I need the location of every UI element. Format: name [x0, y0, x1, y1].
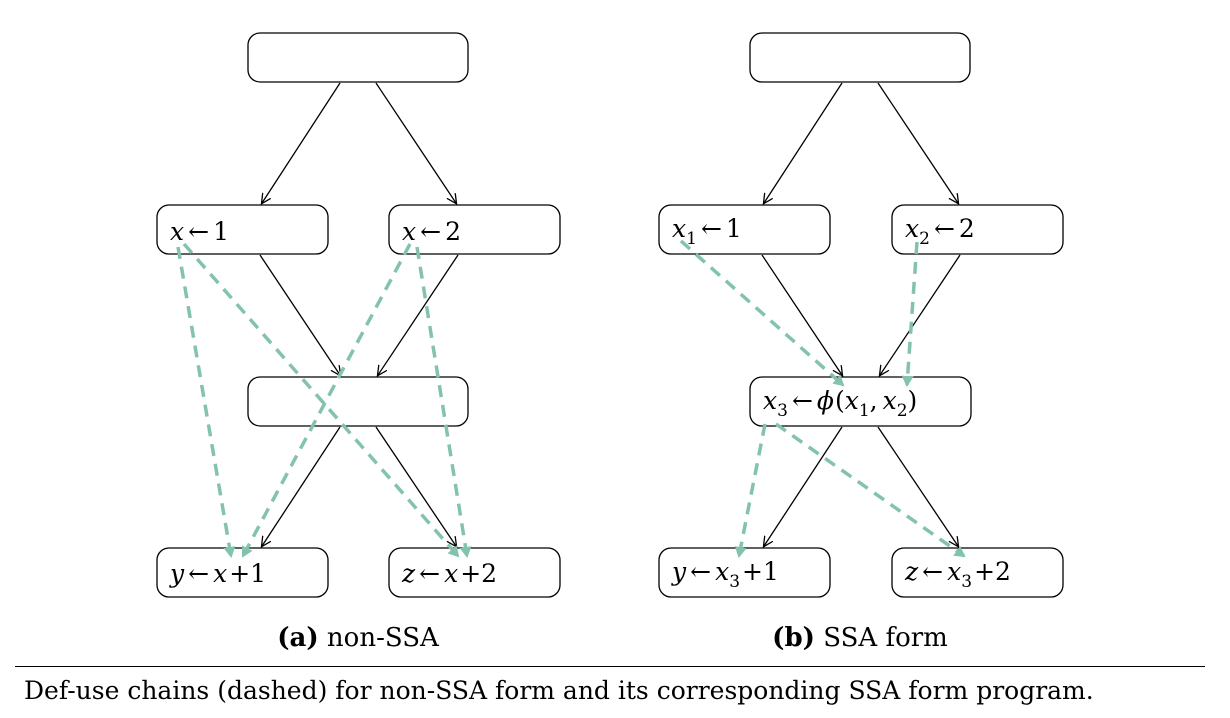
subcaption-b-title: SSA form: [823, 623, 948, 653]
edge-entry-def1-b: [764, 82, 843, 203]
node-entry-b: [749, 32, 971, 83]
caption-rule: [15, 666, 1205, 667]
node-def2-a: [388, 204, 561, 255]
subcaption-a-title: non-SSA: [326, 623, 439, 653]
subcaption-b: (b) SSA form: [710, 623, 1010, 653]
node-use2-a: [388, 547, 561, 598]
defuse-def2-merge-b: [901, 241, 919, 387]
node-def1-b: [658, 204, 831, 255]
merge-b-text: x3←ϕ(x1,x2): [763, 386, 917, 421]
edge-entry-def2: [375, 82, 456, 203]
use1-a-text: y←x+1: [169, 559, 266, 588]
defuse-merge-use2-b: [774, 422, 966, 558]
figure-canvas: x←1 x←2 y←x+1 z←x+2: [156, 32, 1064, 598]
defuse-def1-use2-a: [182, 242, 460, 558]
defuse-merge-use1-b: [734, 423, 767, 558]
panel-a-control-edges: [259, 82, 459, 546]
figure-caption: Def-use chains (dashed) for non-SSA form…: [24, 676, 1094, 705]
panel-a: x←1 x←2 y←x+1 z←x+2: [156, 32, 561, 598]
def2-b-text: x2←2: [905, 214, 975, 249]
node-def1-a: [156, 204, 329, 255]
edge-def1-merge: [259, 254, 340, 375]
edge-entry-def2-b: [877, 82, 958, 203]
panel-b: x1←1 x2←2 x3←ϕ(x1,x2) y←x3+1 z←x3+2: [658, 32, 1064, 598]
subcaption-a: (a) non-SSA: [208, 623, 508, 653]
edge-def1-merge-b: [761, 254, 842, 375]
node-entry-a: [247, 32, 469, 83]
def1-a-text: x←1: [170, 217, 229, 246]
subcaption-a-label: (a): [277, 623, 319, 653]
use2-a-text: z←x+2: [401, 559, 497, 588]
panel-a-defuse-chains: [176, 242, 472, 558]
edge-merge-use2-b: [877, 426, 958, 546]
node-use2-b: [891, 547, 1064, 598]
defuse-def1-use1-a: [176, 246, 236, 558]
edge-merge-use2: [375, 426, 456, 546]
panel-b-control-edges: [761, 82, 961, 546]
panel-b-defuse-chains: [679, 239, 966, 558]
node-merge-a: [247, 376, 469, 427]
use1-b-text: y←x3+1: [671, 557, 779, 592]
def1-b-text: x1←1: [672, 214, 742, 249]
node-merge-b: [749, 376, 972, 427]
node-def2-b: [891, 204, 1064, 255]
defuse-def2-use2-a: [415, 246, 472, 558]
edge-merge-use1-b: [764, 426, 843, 546]
edge-merge-use1: [262, 426, 341, 546]
edge-entry-def1: [262, 82, 341, 203]
edge-def2-merge-b: [880, 254, 961, 375]
def2-a-text: x←2: [402, 217, 461, 246]
edge-def2-merge: [378, 254, 459, 375]
defuse-def1-merge-b: [679, 239, 845, 387]
subcaption-b-label: (b): [772, 623, 815, 653]
use2-b-text: z←x3+2: [904, 557, 1011, 592]
